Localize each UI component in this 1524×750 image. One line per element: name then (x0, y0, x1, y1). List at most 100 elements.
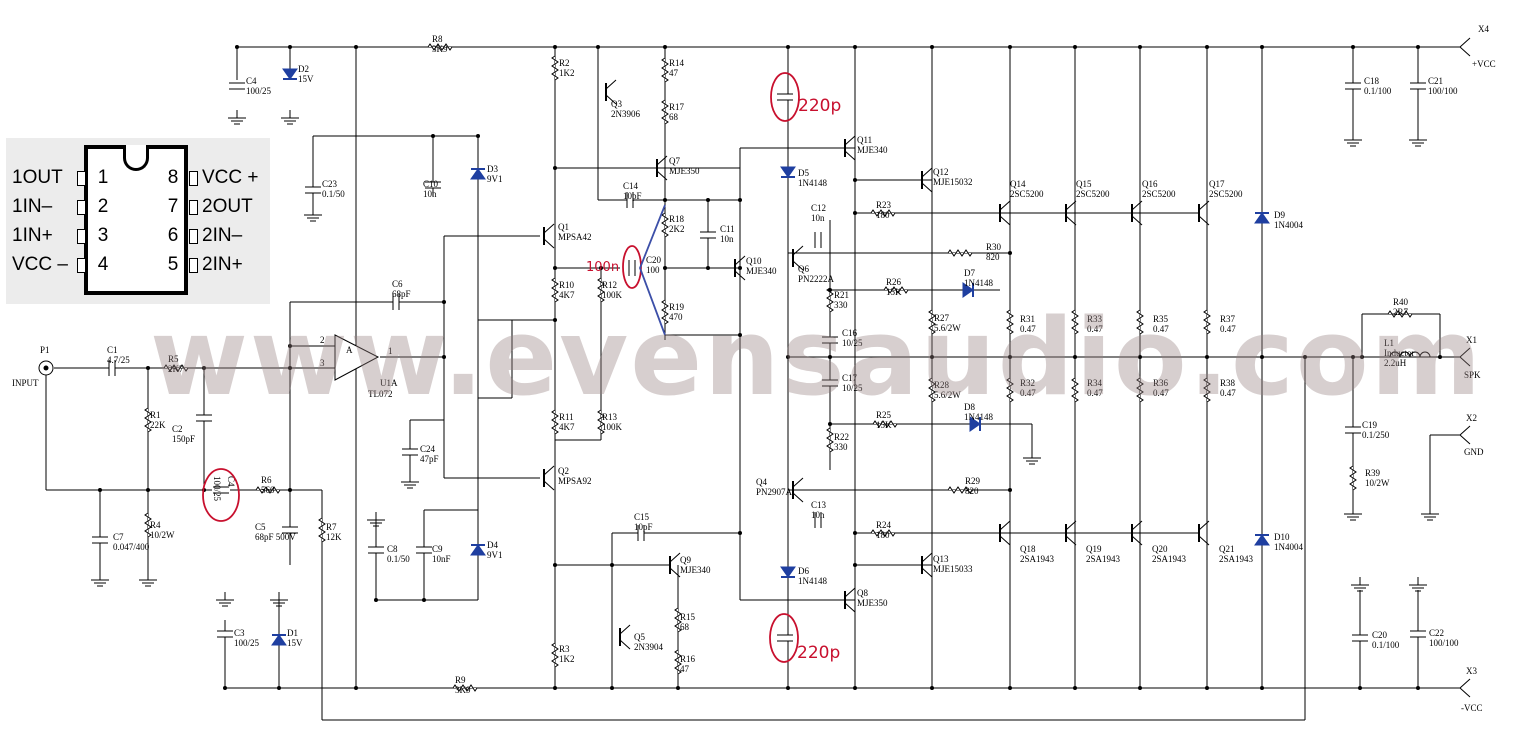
resistor-r14 (661, 57, 669, 83)
label-q7-ref: Q7 (669, 156, 680, 166)
pin-left-label: 1IN+ (12, 225, 53, 246)
ic-package (84, 145, 188, 295)
label-c21-ref: C21 (1428, 76, 1443, 86)
junction-dot (1416, 686, 1420, 690)
annotation-220p-top: 220p (798, 96, 841, 116)
pin-lead (77, 258, 86, 273)
label-r28-value: 5.6/2W (934, 390, 961, 400)
schematic-wiring (45, 46, 1460, 721)
label-q20-value: 2SA1943 (1152, 554, 1187, 564)
label-q18-ref: Q18 (1020, 544, 1036, 554)
label-r1-value: 22K (150, 420, 166, 430)
junction-dot (235, 45, 239, 49)
label-c2-value: 150pF (172, 434, 195, 444)
junction-dot (98, 488, 102, 492)
label-r13-ref: R13 (602, 412, 618, 422)
highlight-bracket (639, 204, 666, 336)
junction-dot (553, 45, 557, 49)
label-c2-ref: C2 (172, 424, 183, 434)
junction-dot (553, 563, 557, 567)
label-c17-ref: C17 (842, 373, 858, 383)
resistor-r24 (870, 529, 896, 537)
label-r24-ref: R24 (876, 520, 892, 530)
label-r21-ref: R21 (834, 290, 849, 300)
label-r36-value: 0.47 (1153, 388, 1169, 398)
resistor-r6 (255, 486, 281, 494)
label-r9-ref: R9 (455, 675, 466, 685)
label-c5-value: 68pF 500V (255, 532, 296, 542)
label-q21-value: 2SA1943 (1219, 554, 1254, 564)
resistor-r12 (597, 277, 605, 303)
resistor-r37 (1203, 309, 1211, 335)
junction-dot (553, 166, 557, 170)
label-r33-ref: R33 (1087, 314, 1103, 324)
junction-dot (1260, 45, 1264, 49)
label-r15-ref: R15 (680, 612, 696, 622)
junction-dot (354, 45, 358, 49)
label-q15-ref: Q15 (1076, 179, 1092, 189)
diode-d6 (780, 566, 796, 578)
junction-dot (553, 686, 557, 690)
component-labels: R83K9R93K9R52K7R6560R30820R2615KR2515KR2… (107, 34, 1459, 695)
label-r19-value: 470 (669, 312, 683, 322)
junction-dot (786, 355, 790, 359)
label-q16-ref: Q16 (1142, 179, 1158, 189)
label-r5-value: 2K7 (168, 364, 184, 374)
resistor-r38 (1203, 377, 1211, 403)
junction-dot (1205, 45, 1209, 49)
label-r33-value: 0.47 (1087, 324, 1103, 334)
label-r8-value: 3K9 (432, 44, 448, 54)
label-q18-value: 2SA1943 (1020, 554, 1055, 564)
label-d9-value: 1N4004 (1274, 220, 1303, 230)
label-q19-ref: Q19 (1086, 544, 1102, 554)
label-c10-ref: C10 (423, 179, 439, 189)
junction-dot (374, 598, 378, 602)
junction-dot (706, 266, 710, 270)
diode-d1 (271, 634, 287, 646)
junction-dot (288, 488, 292, 492)
label-r26-ref: R26 (886, 277, 902, 287)
resistor-r21 (826, 287, 834, 313)
junction-dot (553, 266, 557, 270)
resistor-r18 (661, 212, 669, 238)
pin-lead (77, 171, 86, 186)
connector-x2-label: GND (1464, 447, 1484, 457)
resistor-r23 (870, 209, 896, 217)
label-r3-value: 1K2 (559, 654, 575, 664)
junction-dot (599, 266, 603, 270)
connector-x1: X1 SPK (1459, 335, 1481, 380)
annotation-220p-bottom: 220p (797, 643, 840, 663)
resistor-r32 (1006, 377, 1014, 403)
label-d3-value: 9V1 (487, 174, 503, 184)
junction-dot (1073, 686, 1077, 690)
highlight-ellipse-top (770, 72, 800, 122)
label-r36-ref: R36 (1153, 378, 1169, 388)
junction-dot (738, 531, 742, 535)
label-r17-value: 68 (669, 112, 679, 122)
resistor-r22 (826, 427, 834, 453)
label-c9-value: 10nF (432, 554, 451, 564)
label-r27-ref: R27 (934, 313, 950, 323)
pin-right-number: 7 (167, 196, 179, 217)
label-l1-value: Inductor (1384, 348, 1415, 358)
junction-dot (223, 686, 227, 690)
label-q9-ref: Q9 (680, 555, 691, 565)
pin-left-number: 1 (97, 167, 109, 188)
label-r7-value: 12K (326, 532, 342, 542)
pin-right-label: 2IN– (202, 225, 243, 246)
resistor-r40 (1387, 310, 1413, 318)
resistor-r2 (551, 55, 559, 81)
junction-dot (1360, 355, 1364, 359)
label-d4-value: 9V1 (487, 550, 503, 560)
label-r34-ref: R34 (1087, 378, 1103, 388)
resistor-r15 (674, 607, 682, 633)
label-d6-ref: D6 (798, 566, 809, 576)
junction-dot (1008, 488, 1012, 492)
label-q10-ref: Q10 (746, 256, 762, 266)
resistor-r13 (597, 409, 605, 435)
label-q3-ref: Q3 (611, 99, 622, 109)
resistor-r39 (1349, 465, 1357, 491)
label-r6-value: 560 (261, 485, 275, 495)
label-q1-ref: Q1 (558, 222, 569, 232)
resistor-r33 (1071, 309, 1079, 335)
